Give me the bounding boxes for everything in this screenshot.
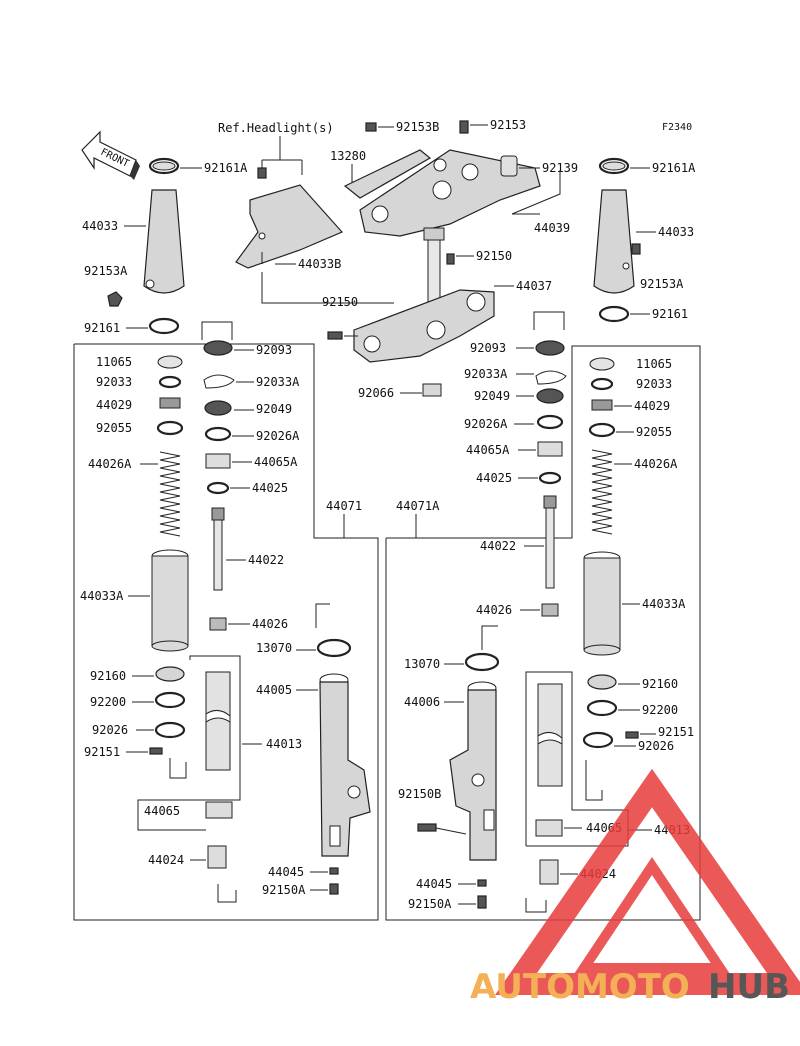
label-92200-right: 92200: [642, 703, 678, 717]
upper-bracket-group: 92153B 92153 13280 92139 44039: [330, 118, 578, 237]
label-44065-left: 44065: [144, 804, 180, 818]
label-44026-right: 44026: [476, 603, 512, 617]
left-fork-cover: 92161A 44033 92153A 92161: [82, 157, 248, 335]
label-92161-right: 92161: [652, 307, 688, 321]
label-44013-left: 44013: [266, 737, 302, 751]
steering-stem-44037: 92150 44037 92150 92066: [322, 227, 552, 400]
label-92049-right: 92049: [474, 389, 510, 403]
label-92026A-right: 92026A: [464, 417, 508, 431]
label-92153: 92153: [490, 118, 526, 132]
label-13280: 13280: [330, 149, 366, 163]
label-92161A-right: 92161A: [652, 161, 696, 175]
label-11065-left: 11065: [96, 355, 132, 369]
headlight-bracket-44033B: 44033B: [235, 167, 394, 304]
label-44071: 44071: [326, 499, 362, 513]
label-92055-right: 92055: [636, 425, 672, 439]
label-44071A: 44071A: [396, 499, 440, 513]
label-44022-left: 44022: [248, 553, 284, 567]
label-92160-left: 92160: [90, 669, 126, 683]
label-92049-left: 92049: [256, 402, 292, 416]
label-11065-right: 11065: [636, 357, 672, 371]
label-92151-right: 92151: [658, 725, 694, 739]
label-92055-left: 92055: [96, 421, 132, 435]
label-92093-left: 92093: [256, 343, 292, 357]
label-13070-left: 13070: [256, 641, 292, 655]
label-92153A-left: 92153A: [84, 264, 128, 278]
label-44033A-right: 44033A: [642, 597, 686, 611]
label-92066: 92066: [358, 386, 394, 400]
label-44029-left: 44029: [96, 398, 132, 412]
label-92093-right: 92093: [470, 341, 506, 355]
label-92150-b: 92150: [322, 295, 358, 309]
left-fork-internals: 92093 11065 92033A 92033 44029 92049 920…: [80, 321, 371, 903]
label-44045-left: 44045: [268, 865, 304, 879]
watermark-logo: AUTOMOTO HUB: [470, 768, 800, 1007]
figure-code: F2340: [662, 122, 692, 133]
label-44025-left: 44025: [252, 481, 288, 495]
label-92033A-left: 92033A: [256, 375, 300, 389]
label-44026-left: 44026: [252, 617, 288, 631]
label-44045-right: 44045: [416, 877, 452, 891]
label-44037: 44037: [516, 279, 552, 293]
label-44026A-left: 44026A: [88, 457, 132, 471]
label-92153A-right: 92153A: [640, 277, 684, 291]
label-92161-left: 92161: [84, 321, 120, 335]
watermark-text-automoto: AUTOMOTO: [470, 967, 690, 1007]
front-arrow-icon: FRONT: [81, 130, 140, 180]
label-92150B: 92150B: [398, 787, 441, 801]
label-92150-a: 92150: [476, 249, 512, 263]
label-44033A-left: 44033A: [80, 589, 124, 603]
right-fork-cover: 92161A 44033 92153A 92161: [593, 157, 696, 323]
label-92139: 92139: [542, 161, 578, 175]
label-92150A-left: 92150A: [262, 883, 306, 897]
label-44006: 44006: [404, 695, 440, 709]
label-44026A-right: 44026A: [634, 457, 678, 471]
label-44065A-left: 44065A: [254, 455, 298, 469]
label-44033-left: 44033: [82, 219, 118, 233]
label-44033-right: 44033: [658, 225, 694, 239]
label-92150A-right: 92150A: [408, 897, 452, 911]
label-92033-right: 92033: [636, 377, 672, 391]
label-44022-right: 44022: [480, 539, 516, 553]
label-92026-left: 92026: [92, 723, 128, 737]
label-92033-left: 92033: [96, 375, 132, 389]
label-44029-right: 44029: [634, 399, 670, 413]
label-44065A-right: 44065A: [466, 443, 510, 457]
label-92033A-right: 92033A: [464, 367, 508, 381]
label-44039: 44039: [534, 221, 570, 235]
ref-headlight-note: Ref.Headlight(s): [218, 121, 334, 135]
label-92026-right: 92026: [638, 739, 674, 753]
label-92160-right: 92160: [642, 677, 678, 691]
right-fork-internals: 92093 11065 92033A 92033 92049 44029 920…: [398, 311, 694, 913]
label-44025-right: 44025: [476, 471, 512, 485]
label-44005: 44005: [256, 683, 292, 697]
label-92151-left: 92151: [84, 745, 120, 759]
label-13070-right: 13070: [404, 657, 440, 671]
label-92026A-left: 92026A: [256, 429, 300, 443]
label-92200-left: 92200: [90, 695, 126, 709]
label-92161A-left: 92161A: [204, 161, 248, 175]
label-44033B: 44033B: [298, 257, 341, 271]
label-92153B: 92153B: [396, 120, 439, 134]
label-44024-left: 44024: [148, 853, 184, 867]
watermark-text-hub: HUB: [708, 967, 790, 1007]
